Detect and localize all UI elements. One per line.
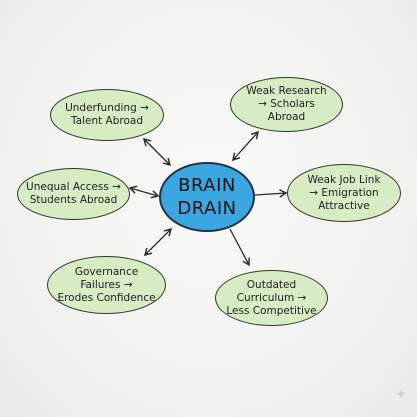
node-weak-job-link-line-2: → Emigration <box>309 186 379 199</box>
center-line-1: BRAIN <box>178 175 236 196</box>
center-line-2: DRAIN <box>177 198 237 219</box>
center-node-brain-drain: BRAIN DRAIN <box>159 162 255 232</box>
node-weak-job-link: Weak Job Link → Emigration Attractive <box>287 164 401 222</box>
node-unequal-access: Unequal Access → Students Abroad <box>17 168 130 220</box>
arrow-to-unequal-access <box>128 185 160 199</box>
node-weak-research-line-2: → Scholars <box>258 98 315 110</box>
node-weak-job-link-line-1: Weak Job Link <box>307 173 381 186</box>
node-governance-line-3: Erodes Confidence <box>57 291 156 304</box>
node-unequal-access-line-2: Students Abroad <box>29 194 118 206</box>
node-weak-research: Weak Research → Scholars Abroad <box>230 77 343 132</box>
arrow-to-outdated-curriculum <box>229 228 250 267</box>
node-outdated-curriculum-line-1: Outdated <box>246 278 297 291</box>
node-governance: Governance Failures → Erodes Confidence <box>47 256 166 314</box>
node-weak-research-line-3: Abroad <box>267 111 306 123</box>
node-outdated-curriculum-line-2: Curriculum → <box>236 291 307 304</box>
node-unequal-access-line-1: Unequal Access → <box>26 181 121 193</box>
sparkle-icon: ✦ <box>395 387 407 403</box>
arrow-to-weak-job-link <box>254 189 288 198</box>
node-outdated-curriculum-line-3: Less Competitive <box>226 304 317 317</box>
arrow-to-governance <box>143 227 173 257</box>
node-governance-line-1: Governance <box>74 265 139 278</box>
node-underfunding-line-1: Underfunding → <box>65 102 149 114</box>
node-outdated-curriculum: Outdated Curriculum → Less Competitive <box>215 270 328 326</box>
node-weak-research-line-1: Weak Research <box>246 85 327 97</box>
node-weak-job-link-line-3: Attractive <box>318 199 370 212</box>
node-underfunding-line-2: Talent Abroad <box>70 115 144 127</box>
node-governance-line-2: Failures → <box>80 278 133 291</box>
arrow-to-underfunding <box>142 137 172 167</box>
arrow-to-weak-research <box>232 130 259 162</box>
node-underfunding: Underfunding → Talent Abroad <box>50 89 164 141</box>
